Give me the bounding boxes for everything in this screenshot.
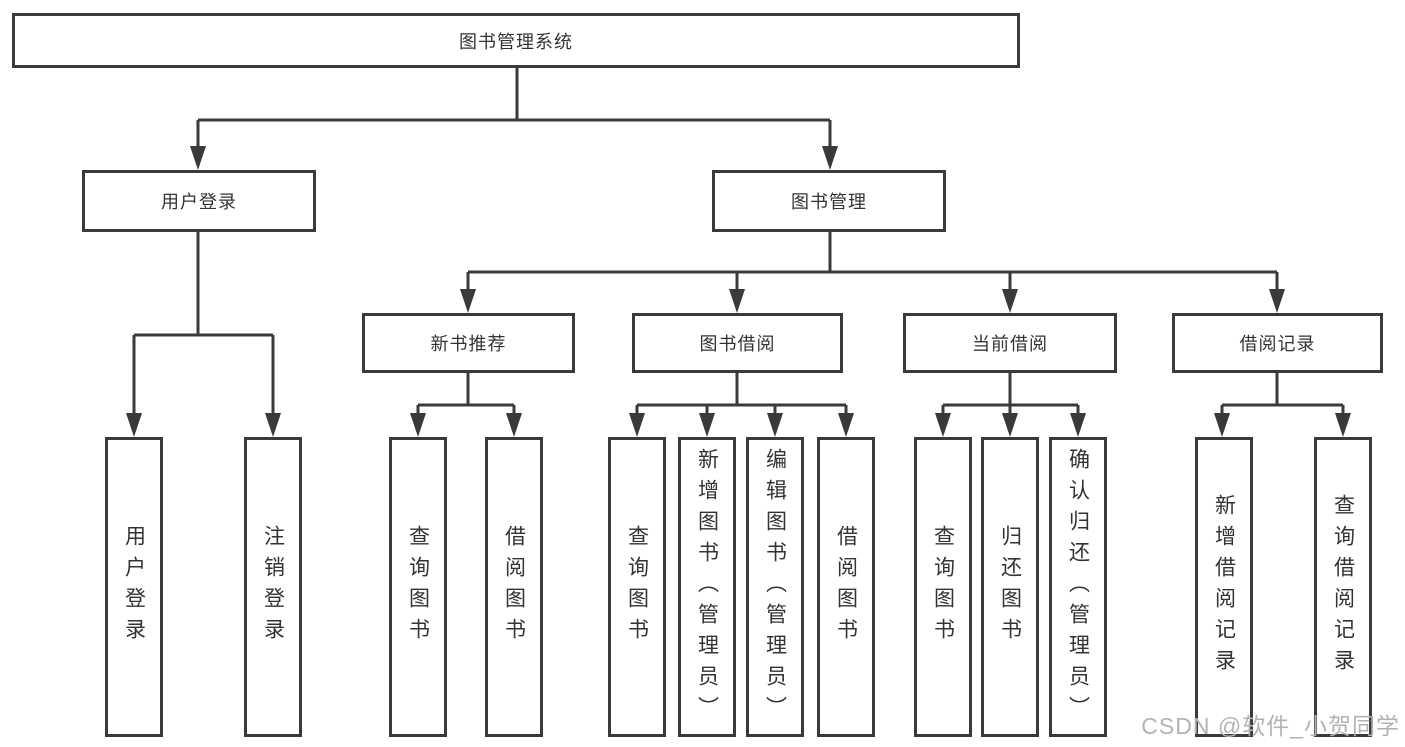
node-label: 用户登录 xyxy=(161,192,237,212)
leaf-logout: 注销登录 xyxy=(244,437,302,737)
node-label: 编辑图书（管理员） xyxy=(763,447,787,727)
leaf-add-book-admin: 新增图书（管理员） xyxy=(678,437,736,737)
leaf-recommend-query-book: 查询图书 xyxy=(389,437,447,737)
node-label: 注销登录 xyxy=(261,525,285,649)
leaf-borrow-query-book: 查询图书 xyxy=(608,437,666,737)
node-label: 查询图书 xyxy=(931,525,955,649)
node-book-management: 图书管理 xyxy=(712,170,946,232)
node-label: 用户登录 xyxy=(122,525,146,649)
node-label: 确认归还（管理员） xyxy=(1066,447,1090,727)
leaf-borrow-book: 借阅图书 xyxy=(817,437,875,737)
node-borrow-record: 借阅记录 xyxy=(1172,313,1383,373)
node-user-login: 用户登录 xyxy=(82,170,316,232)
leaf-confirm-return-admin: 确认归还（管理员） xyxy=(1049,437,1107,737)
node-label: 借阅图书 xyxy=(502,525,526,649)
node-current-borrow: 当前借阅 xyxy=(903,313,1117,373)
leaf-user-login: 用户登录 xyxy=(105,437,163,737)
node-library-management-system: 图书管理系统 xyxy=(12,13,1020,68)
node-label: 当前借阅 xyxy=(972,334,1048,354)
node-label: 新增图书（管理员） xyxy=(695,447,719,727)
leaf-query-borrow-record: 查询借阅记录 xyxy=(1314,437,1372,737)
leaf-recommend-borrow-book: 借阅图书 xyxy=(485,437,543,737)
node-label: 查询借阅记录 xyxy=(1331,494,1355,680)
leaf-current-query-book: 查询图书 xyxy=(914,437,972,737)
node-label: 查询图书 xyxy=(406,525,430,649)
node-label: 新增借阅记录 xyxy=(1212,494,1236,680)
leaf-return-book: 归还图书 xyxy=(981,437,1039,737)
node-book-borrow: 图书借阅 xyxy=(632,313,843,373)
node-label: 借阅记录 xyxy=(1239,334,1316,354)
csdn-watermark: CSDN @软件_小贺同学 xyxy=(1141,713,1400,739)
leaf-add-borrow-record: 新增借阅记录 xyxy=(1195,437,1253,737)
node-label: 图书借阅 xyxy=(699,334,776,354)
node-label: 新书推荐 xyxy=(430,334,507,354)
node-label: 查询图书 xyxy=(625,525,649,649)
node-label: 借阅图书 xyxy=(834,525,858,649)
node-label: 图书管理系统 xyxy=(459,31,573,52)
leaf-edit-book-admin: 编辑图书（管理员） xyxy=(746,437,804,737)
node-label: 归还图书 xyxy=(998,525,1022,649)
node-label: 图书管理 xyxy=(791,192,867,212)
arrowheads xyxy=(126,146,1351,437)
node-new-book-recommend: 新书推荐 xyxy=(362,313,575,373)
